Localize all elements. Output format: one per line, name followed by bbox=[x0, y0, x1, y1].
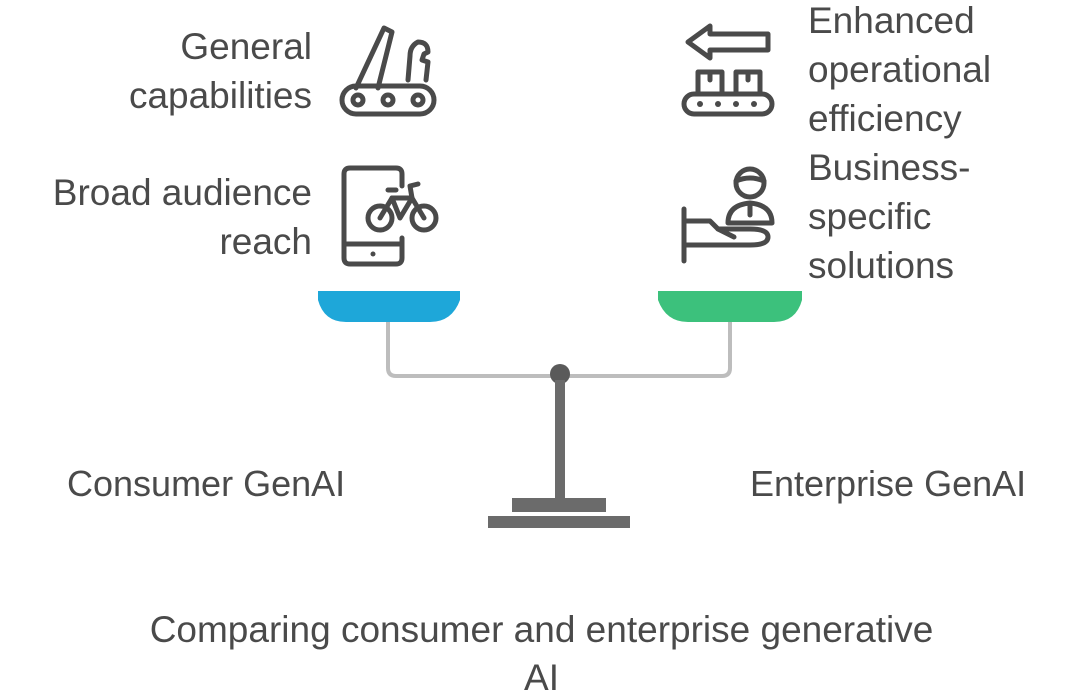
consumer-genai-title: Consumer GenAI bbox=[67, 463, 346, 504]
left-pan bbox=[318, 291, 460, 322]
service-person-icon bbox=[681, 166, 775, 264]
mobile-bicycle-icon bbox=[341, 165, 439, 267]
scale-pole bbox=[555, 380, 565, 498]
diagram-caption: Comparing consumer and enterprise genera… bbox=[0, 606, 1083, 700]
right-pan bbox=[658, 291, 802, 322]
general-capabilities-label: General capabilities bbox=[128, 26, 312, 116]
enterprise-genai-title: Enterprise GenAI bbox=[750, 463, 1027, 504]
conveyor-belt-icon bbox=[681, 23, 775, 117]
enhanced-operational-efficiency-label: Enhanced operational efficiency bbox=[808, 0, 992, 139]
right-pan-hanger bbox=[560, 322, 732, 378]
scale-base-bottom bbox=[488, 516, 630, 528]
scale-base-top bbox=[512, 498, 606, 512]
broad-audience-reach-label: Broad audience reach bbox=[52, 172, 312, 262]
caption-line-1: Comparing consumer and enterprise genera… bbox=[149, 609, 934, 650]
business-specific-solutions-label: Business- specific solutions bbox=[808, 147, 971, 286]
caption-line-2: AI bbox=[524, 657, 559, 698]
swiss-army-knife-icon bbox=[339, 25, 437, 117]
left-pan-hanger bbox=[386, 322, 560, 378]
scale-pivot bbox=[550, 364, 570, 384]
